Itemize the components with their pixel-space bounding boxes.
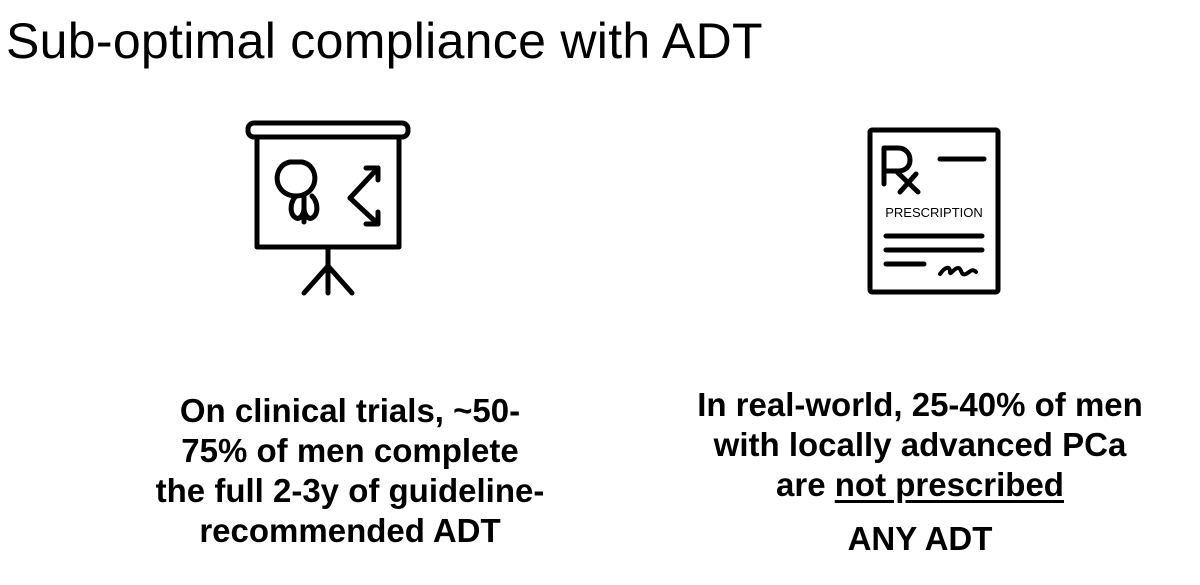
prescription-rx-icon	[867, 127, 1001, 295]
clinical-trials-caption: On clinical trials, ~50- 75% of men comp…	[80, 391, 620, 551]
real-world-caption: In real-world, 25-40% of men with locall…	[620, 385, 1200, 559]
caption-line: In real-world, 25-40% of men	[697, 386, 1143, 423]
underlined-emphasis: not prescribed	[834, 466, 1064, 503]
slide-title: Sub-optimal compliance with ADT	[6, 13, 763, 69]
presentation-board-prostate-icon	[245, 120, 411, 296]
caption-line: On clinical trials, ~50-	[179, 392, 521, 429]
caption-line: are not prescribed	[620, 465, 1200, 505]
any-adt-emphasis: ANY ADT	[847, 520, 993, 557]
caption-line: with locally advanced PCa	[713, 426, 1127, 463]
caption-line: recommended ADT	[199, 512, 501, 549]
caption-line: 75% of men complete	[181, 432, 519, 469]
prescription-label: PRESCRIPTION	[885, 205, 983, 220]
caption-line: the full 2-3y of guideline-	[155, 472, 545, 509]
caption-text: are	[776, 466, 835, 503]
